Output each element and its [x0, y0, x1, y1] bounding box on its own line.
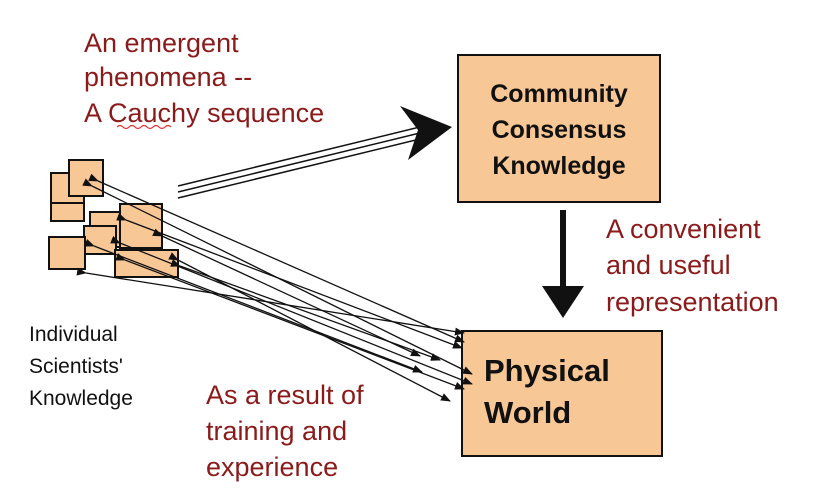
- individuals-label-line-2: Scientists': [29, 355, 123, 378]
- individuals-label-line-3: Knowledge: [29, 387, 133, 410]
- knowledge-square: [83, 225, 117, 255]
- emergent-note-line-1: An emergent: [84, 28, 239, 58]
- interaction-arrow: [110, 235, 473, 385]
- physical-world-box: Physical World: [461, 330, 663, 457]
- individuals-label: Individual Scientists' Knowledge: [29, 323, 133, 410]
- emergent-note-line-2: phenomena --: [84, 62, 252, 92]
- representation-note: A convenient and useful representation: [606, 214, 779, 317]
- individuals-label-line-1: Individual: [29, 323, 118, 346]
- representation-arrow-head: [542, 286, 584, 318]
- emergence-arrow-head: [400, 106, 452, 160]
- interaction-arrow: [76, 267, 465, 336]
- training-note: As a result of training and experience: [206, 380, 364, 482]
- training-note-line-1: As a result of: [206, 380, 364, 410]
- consensus-box: Community Consensus Knowledge: [457, 54, 661, 203]
- knowledge-square: [68, 159, 104, 197]
- physical-box-line-1: Physical: [484, 353, 610, 388]
- training-note-line-3: experience: [206, 452, 338, 482]
- emergent-note-line-3: A Cauchy sequence: [84, 98, 324, 128]
- knowledge-square: [50, 202, 85, 222]
- interaction-arrow: [152, 228, 421, 357]
- training-note-line-2: training and: [206, 416, 347, 446]
- consensus-box-line-3: Knowledge: [492, 152, 625, 180]
- consensus-box-line-1: Community: [490, 80, 628, 108]
- representation-note-line-3: representation: [606, 287, 779, 317]
- representation-note-line-1: A convenient: [606, 214, 761, 244]
- interaction-arrow: [116, 213, 463, 349]
- interaction-arrow: [84, 239, 423, 373]
- consensus-box-line-2: Consensus: [492, 116, 627, 144]
- spellcheck-underline: [116, 124, 172, 130]
- interaction-arrows: [76, 173, 473, 402]
- knowledge-square: [48, 236, 86, 270]
- emergent-note: An emergent phenomena -- A Cauchy sequen…: [84, 28, 324, 130]
- representation-arrow: [542, 210, 584, 318]
- representation-note-line-2: and useful: [606, 250, 731, 280]
- interaction-arrow: [170, 259, 441, 361]
- physical-box-line-2: World: [484, 395, 571, 430]
